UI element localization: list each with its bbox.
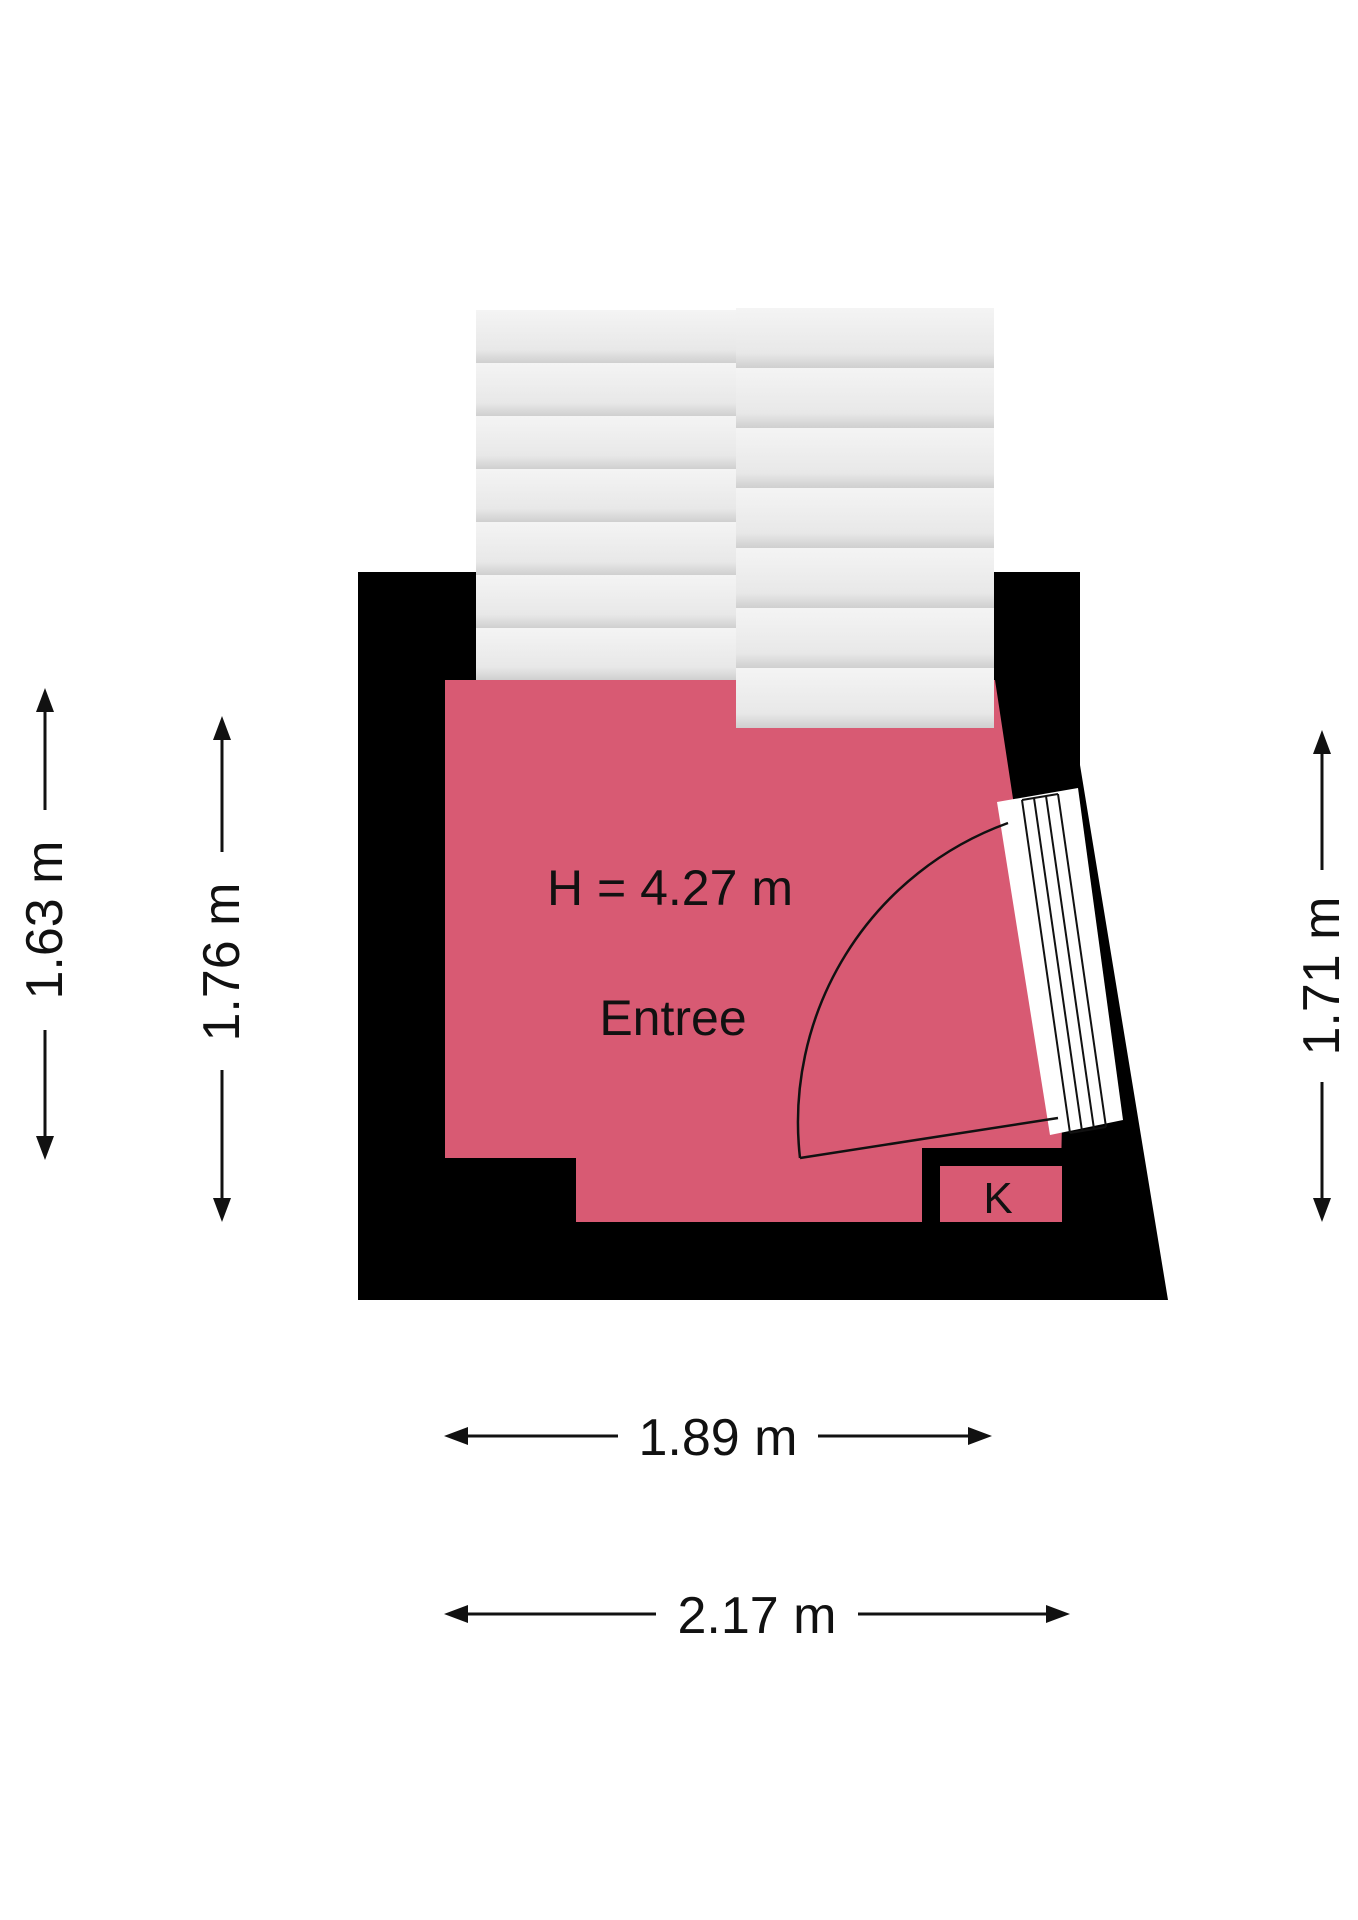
dimension-bottom-inner: 1.89 m [444, 1409, 992, 1467]
door-swing [796, 821, 1059, 1160]
entree-floor [445, 680, 1062, 1222]
stair-step [476, 416, 736, 469]
stair-step [476, 522, 736, 575]
stair-step [736, 668, 994, 728]
door-frame [1021, 793, 1107, 1134]
stair-step [736, 308, 994, 368]
stair-step [476, 363, 736, 416]
closet-floor [940, 1166, 1062, 1222]
dimension-left-outer-label: 1.63 m [16, 841, 74, 1000]
staircase-left-flight [476, 310, 736, 680]
dimension-left-inner: 1.76 m [193, 716, 251, 1222]
stair-step [736, 368, 994, 428]
dimension-right-label: 1.71 m [1293, 897, 1351, 1056]
stair-step [736, 428, 994, 488]
dimension-left-inner-label: 1.76 m [193, 883, 251, 1042]
stair-step [476, 628, 736, 680]
stair-step [476, 469, 736, 522]
door-opening [997, 788, 1123, 1135]
stair-step [736, 488, 994, 548]
closet-label: K [983, 1174, 1012, 1223]
staircase-right-flight [736, 308, 994, 728]
stair-step [736, 548, 994, 608]
dimension-bottom-outer: 2.17 m [444, 1587, 1070, 1645]
stair-step [476, 575, 736, 628]
dimension-left-outer: 1.63 m [16, 688, 74, 1160]
dimension-right: 1.71 m [1293, 730, 1351, 1222]
dimension-bottom-outer-label: 2.17 m [678, 1587, 837, 1645]
stair-step [476, 310, 736, 363]
room-name-label: Entree [599, 990, 746, 1046]
stair-step [736, 608, 994, 668]
dimension-bottom-inner-label: 1.89 m [639, 1409, 798, 1467]
room-height-label: H = 4.27 m [547, 860, 793, 916]
